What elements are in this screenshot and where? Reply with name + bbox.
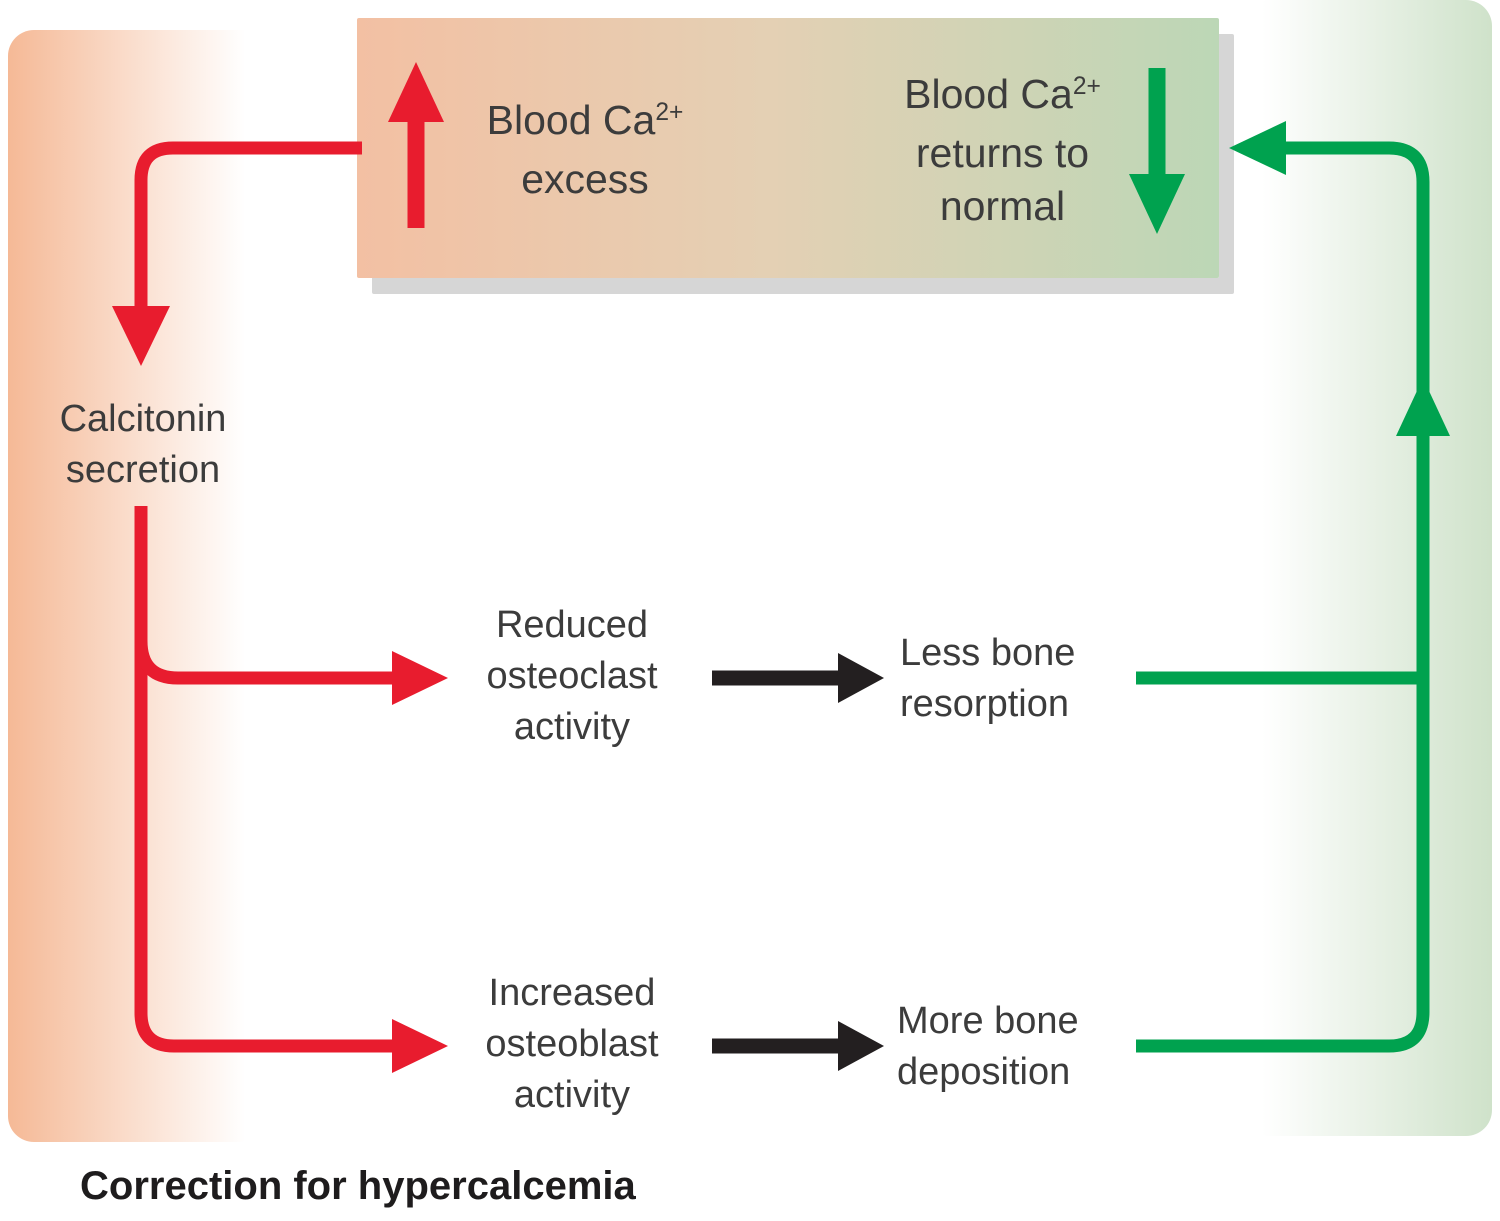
right-gradient-band — [1242, 0, 1492, 1136]
superscript-2plus: 2+ — [655, 99, 684, 127]
node-blood-ca-returns-normal: Blood Ca2+ returns to normal — [880, 68, 1125, 233]
red-connector-calcitonin-to-osteoclast — [134, 640, 394, 685]
more-bone-line2: deposition — [897, 1051, 1071, 1093]
node-less-bone-resorption: Less bone resorption — [900, 628, 1160, 730]
increased-osteoblast-line3: activity — [513, 1074, 631, 1116]
node-blood-ca-excess: Blood Ca2+ excess — [445, 94, 725, 206]
red-connector-excess-to-calcitonin — [134, 141, 362, 314]
red-right-arrowhead-osteoblast-icon — [392, 1019, 448, 1073]
green-left-arrowhead-icon — [1229, 121, 1286, 175]
more-bone-line1: More bone — [897, 1000, 1079, 1042]
blood-ca-excess-line1: Blood Ca2+ — [486, 97, 684, 143]
diagram-caption: Correction for hypercalcemia — [80, 1164, 636, 1208]
red-connector-calcitonin-to-osteoblast — [134, 506, 394, 1053]
less-bone-line2: resorption — [900, 683, 1069, 725]
blood-ca-normal-line3: normal — [939, 183, 1066, 229]
black-right-arrowhead-resorption-icon — [838, 653, 884, 703]
blood-ca-increase-arrowhead-icon — [388, 62, 444, 122]
red-down-arrowhead-icon — [112, 306, 170, 366]
node-calcitonin-secretion: Calcitonin secretion — [28, 394, 258, 496]
red-right-arrowhead-osteoclast-icon — [392, 651, 448, 705]
increased-osteoblast-line1: Increased — [488, 972, 656, 1014]
calcitonin-line1: Calcitonin — [59, 398, 227, 440]
green-up-arrowhead-icon — [1396, 378, 1450, 436]
node-reduced-osteoclast-activity: Reduced osteoclast activity — [447, 600, 697, 753]
less-bone-line1: Less bone — [900, 632, 1076, 674]
increased-osteoblast-line2: osteoblast — [485, 1023, 659, 1065]
reduced-osteoclast-line2: osteoclast — [486, 655, 658, 697]
reduced-osteoclast-line3: activity — [513, 706, 631, 748]
green-connector-deposition-to-normal — [1136, 141, 1430, 1053]
blood-ca-excess-line2: excess — [521, 156, 649, 202]
reduced-osteoclast-line1: Reduced — [495, 604, 649, 646]
blood-calcium-box — [357, 18, 1219, 278]
blood-ca-decrease-arrowhead-icon — [1129, 174, 1185, 234]
blood-ca-normal-line1: Blood Ca2+ — [904, 71, 1101, 117]
node-more-bone-deposition: More bone deposition — [897, 996, 1157, 1098]
black-right-arrowhead-deposition-icon — [838, 1021, 884, 1071]
superscript-2plus: 2+ — [1072, 73, 1101, 101]
blood-ca-normal-line2: returns to — [915, 130, 1090, 176]
calcitonin-line2: secretion — [65, 449, 221, 491]
node-increased-osteoblast-activity: Increased osteoblast activity — [447, 968, 697, 1121]
